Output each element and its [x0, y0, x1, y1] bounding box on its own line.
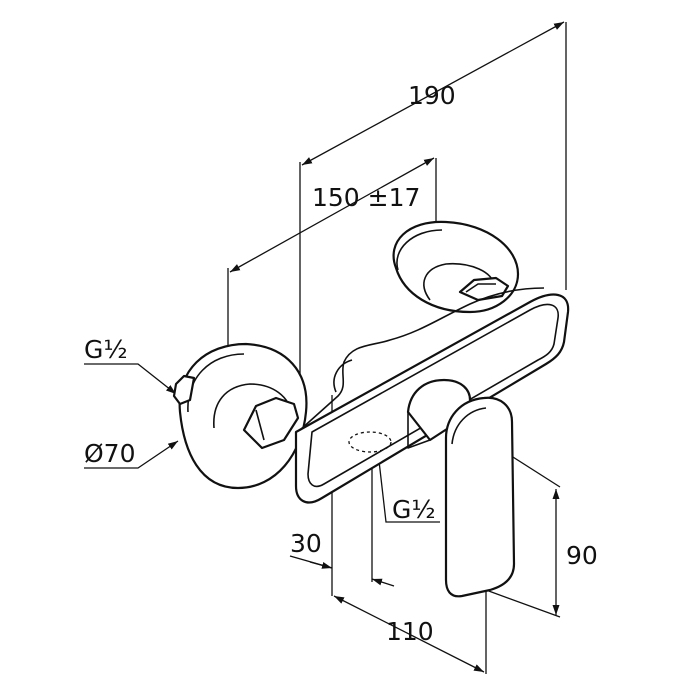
- dimension-lines: [84, 21, 565, 673]
- label-projection: 110: [386, 617, 434, 646]
- rosette-right: [392, 220, 520, 314]
- leader-rosette-diameter: [84, 440, 179, 469]
- label-rosette-diameter: Ø70: [84, 439, 136, 468]
- label-outlet-thread: G½: [392, 495, 436, 524]
- label-inlet-spacing: 150 ±17: [312, 183, 420, 212]
- label-inlet-thread-left: G½: [84, 335, 128, 364]
- dim-line-inlet-spacing: [229, 157, 435, 273]
- label-overall-width: 190: [408, 81, 456, 110]
- label-lever-height: 90: [566, 541, 598, 570]
- leader-thread-left: [84, 363, 177, 395]
- label-outlet-offset: 30: [290, 529, 322, 558]
- rosette-left: [172, 342, 308, 490]
- mixer-body-drawing: [172, 220, 570, 598]
- dimension-labels: 190 150 ±17 G½ Ø70 G½ 30 90 110: [84, 81, 598, 646]
- dim-line-projection: [333, 595, 485, 673]
- leader-outlet-thread: [375, 451, 440, 523]
- dim-line-overall-width: [301, 21, 565, 166]
- mixer-lever: [406, 378, 516, 598]
- outlet-hidden-circle: [348, 431, 392, 453]
